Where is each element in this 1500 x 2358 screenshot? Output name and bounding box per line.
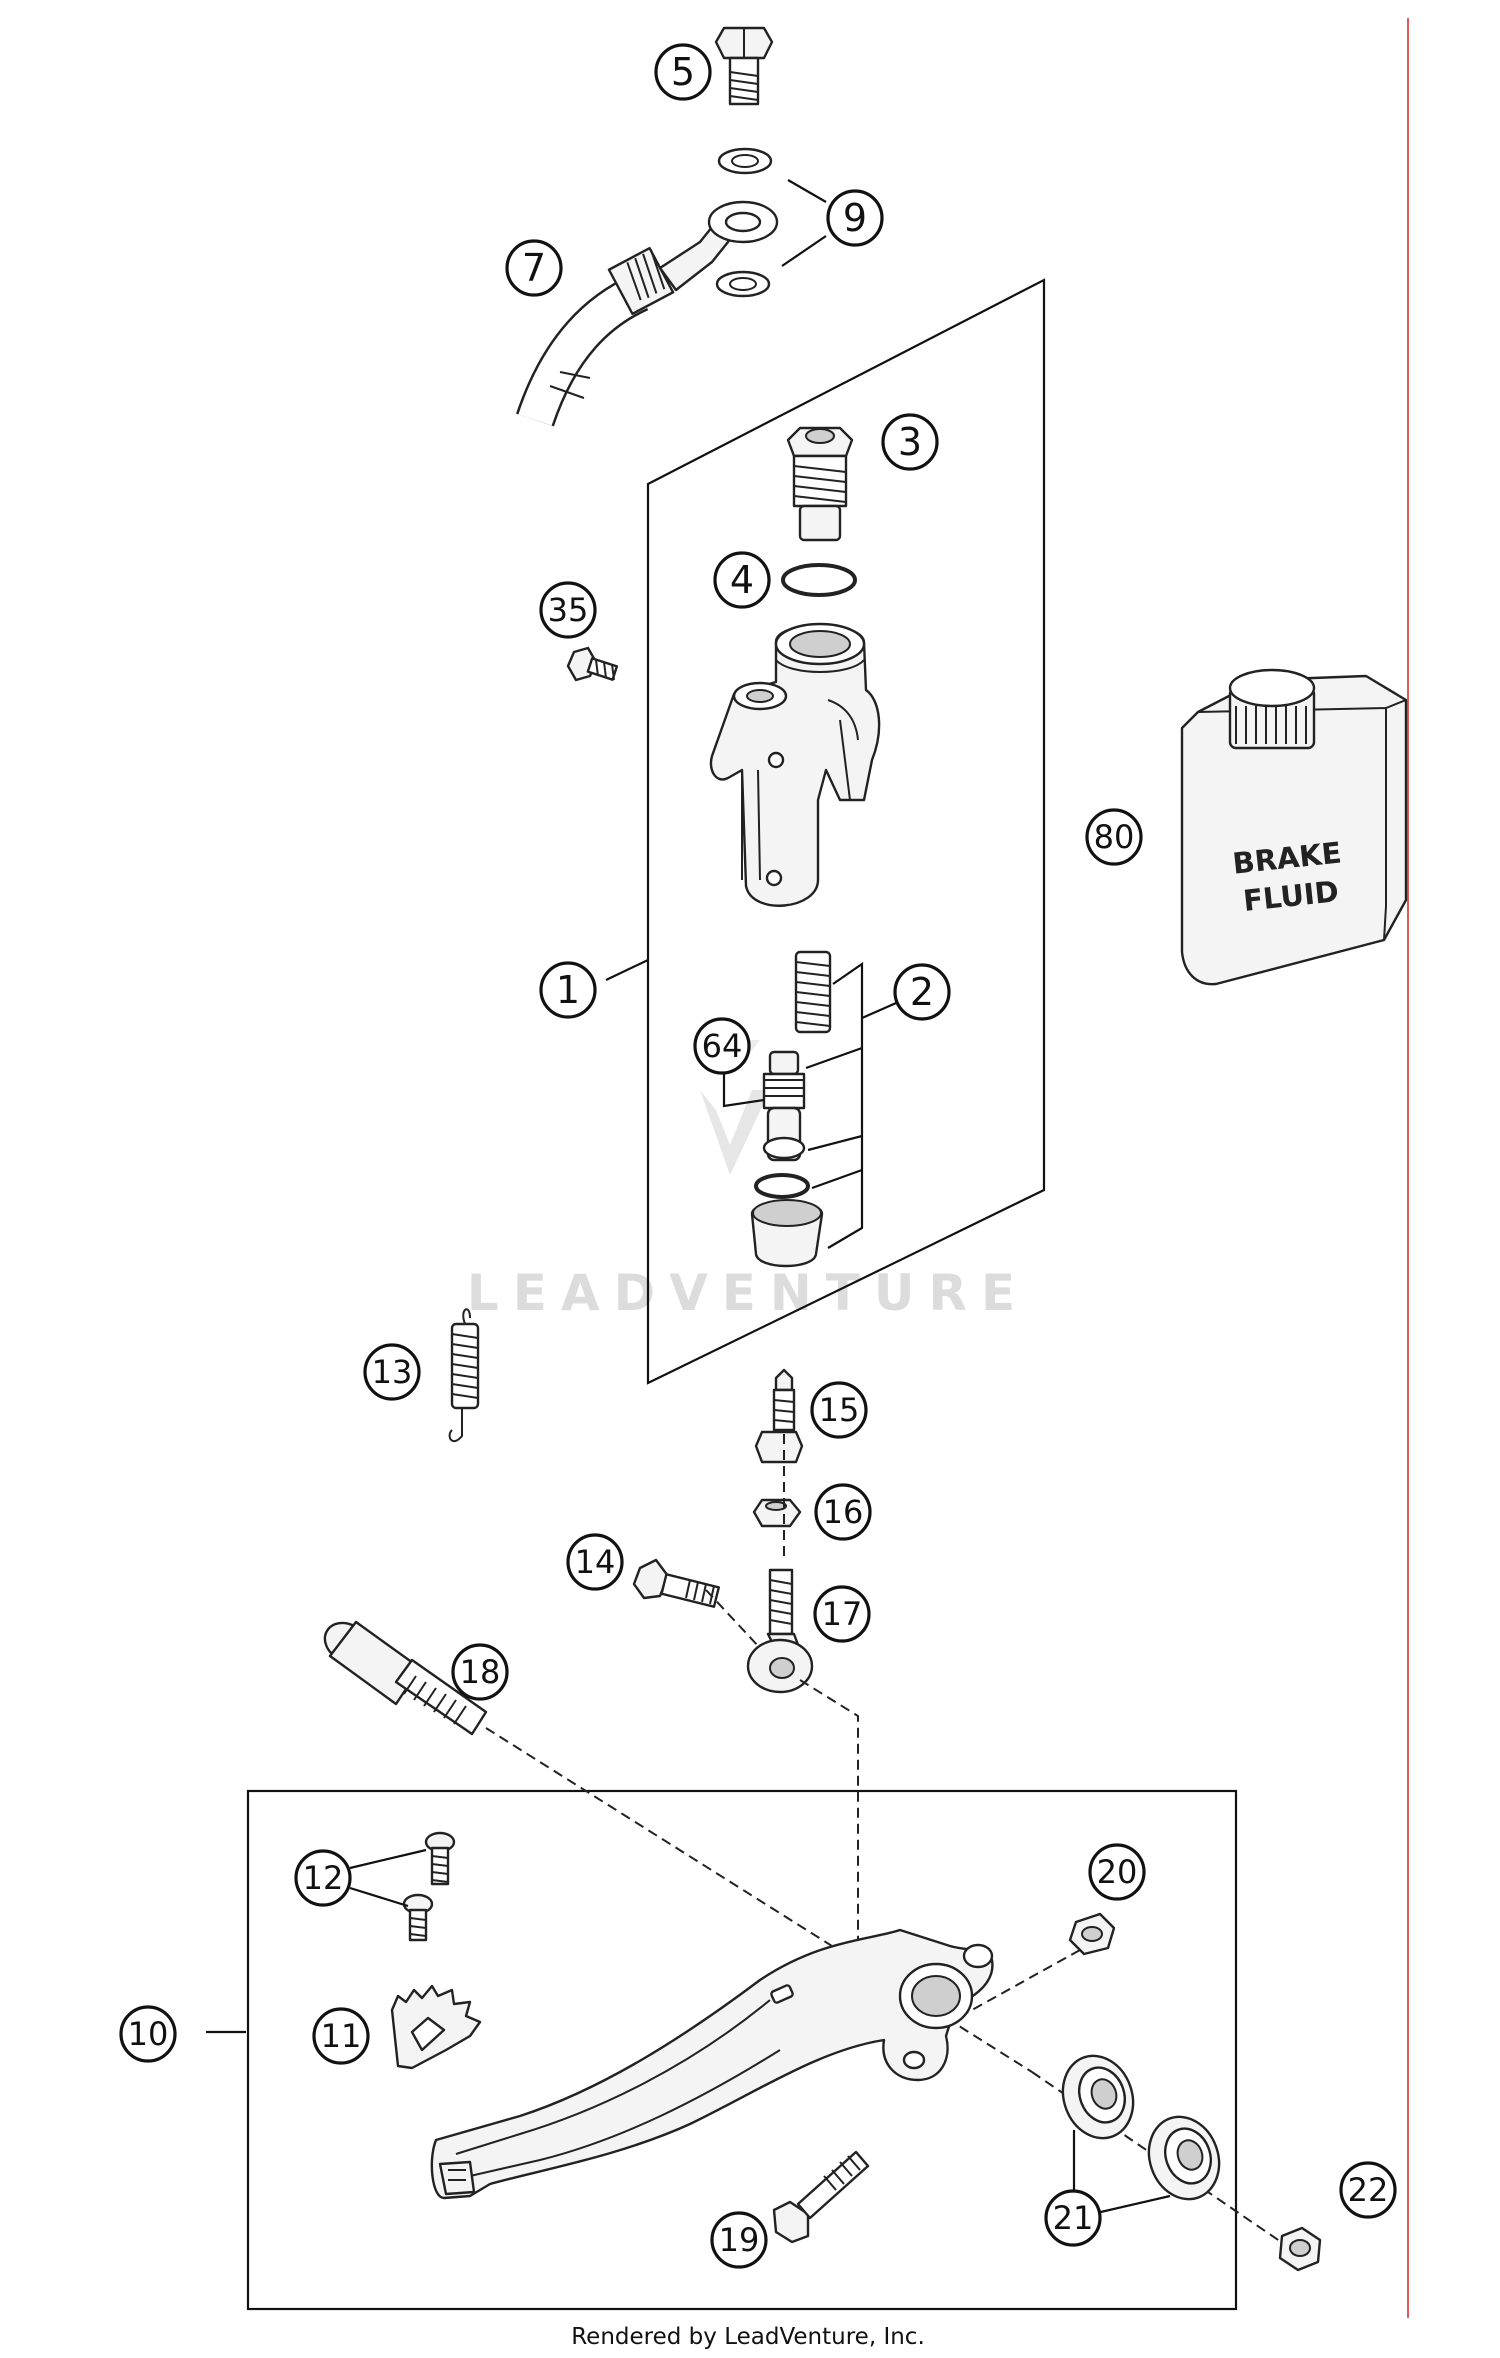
svg-text:16: 16 — [823, 1493, 864, 1531]
callout-14[interactable]: 14 — [566, 1533, 624, 1591]
bearings-part — [1061, 2054, 1221, 2201]
o-ring-part — [781, 563, 857, 597]
callout-5[interactable]: 5 — [654, 43, 712, 101]
callout-13[interactable]: 13 — [363, 1343, 421, 1401]
svg-text:14: 14 — [575, 1543, 616, 1581]
rendered-by-footer: Rendered by LeadVenture, Inc. — [571, 2324, 925, 2350]
svg-text:12: 12 — [303, 1859, 344, 1897]
svg-text:2: 2 — [910, 970, 934, 1014]
svg-text:22: 22 — [1348, 2171, 1389, 2209]
sealing-washers-part — [715, 147, 773, 298]
callout-15[interactable]: 15 — [810, 1381, 868, 1439]
svg-text:4: 4 — [730, 558, 754, 602]
callout-18[interactable]: 18 — [451, 1643, 509, 1701]
watermark-text: LEADVENTURE — [467, 1264, 1029, 1322]
banjo-bolt-part — [714, 26, 774, 106]
callout-3[interactable]: 3 — [881, 413, 939, 471]
pivot-bolt-part — [323, 1620, 488, 1736]
bolt-19-part — [772, 2150, 870, 2244]
return-spring-part — [448, 1308, 480, 1442]
svg-text:1: 1 — [556, 968, 580, 1012]
svg-text:18: 18 — [460, 1653, 501, 1691]
svg-text:10: 10 — [128, 2015, 169, 2053]
callout-21[interactable]: 21 — [1044, 2189, 1102, 2247]
nut-20-part — [1068, 1912, 1116, 1956]
svg-text:7: 7 — [522, 246, 546, 290]
bolt-14-part — [632, 1558, 721, 1608]
clevis-part — [746, 1568, 814, 1694]
watermark: LEADVENTURE — [467, 1040, 1029, 1322]
callout-20[interactable]: 20 — [1088, 1843, 1146, 1901]
svg-text:13: 13 — [372, 1353, 413, 1391]
callout-12[interactable]: 12 — [294, 1849, 352, 1907]
callout-17[interactable]: 17 — [813, 1585, 871, 1643]
svg-text:64: 64 — [702, 1027, 743, 1065]
callout-22[interactable]: 22 — [1339, 2161, 1397, 2219]
brake-fluid-bottle-part: BRAKE FLUID — [1180, 668, 1408, 986]
svg-text:80: 80 — [1094, 818, 1135, 856]
svg-text:3: 3 — [898, 420, 922, 464]
brake-pedal-part — [430, 1928, 994, 2200]
svg-text:9: 9 — [843, 196, 867, 240]
callout-10[interactable]: 10 — [119, 2005, 177, 2063]
nut-22-part — [1278, 2226, 1322, 2272]
kit-frame-1 — [646, 278, 1046, 1385]
piston-kit-part — [750, 950, 832, 1268]
callout-9[interactable]: 9 — [826, 189, 884, 247]
svg-text:15: 15 — [819, 1391, 860, 1429]
leader-lines — [206, 179, 1171, 2216]
push-rod-part — [754, 1368, 804, 1464]
svg-text:21: 21 — [1053, 2199, 1094, 2237]
svg-text:19: 19 — [719, 2221, 760, 2259]
callout-64[interactable]: 64 — [693, 1017, 751, 1075]
screw-35-part — [566, 646, 619, 682]
brake-hose-part — [516, 200, 779, 427]
master-cylinder-body-part — [709, 622, 881, 907]
callout-1[interactable]: 1 — [539, 961, 597, 1019]
callout-19[interactable]: 19 — [710, 2211, 768, 2269]
callout-80[interactable]: 80 — [1085, 808, 1143, 866]
kit-frame-10 — [246, 1789, 1238, 2311]
callout-2[interactable]: 2 — [893, 963, 951, 1021]
screws-12-part — [402, 1831, 456, 1942]
callout-7[interactable]: 7 — [505, 239, 563, 297]
svg-text:5: 5 — [671, 50, 695, 94]
lock-nut-part — [752, 1498, 802, 1528]
svg-text:11: 11 — [321, 2017, 362, 2055]
callout-35[interactable]: 35 — [539, 581, 597, 639]
svg-text:20: 20 — [1097, 1853, 1138, 1891]
callout-11[interactable]: 11 — [312, 2007, 370, 2065]
step-plate-part — [390, 1984, 482, 2070]
callout-4[interactable]: 4 — [713, 551, 771, 609]
svg-text:17: 17 — [822, 1595, 863, 1633]
reservoir-fitting-part — [786, 426, 854, 542]
svg-text:35: 35 — [548, 591, 589, 629]
callout-16[interactable]: 16 — [814, 1483, 872, 1541]
